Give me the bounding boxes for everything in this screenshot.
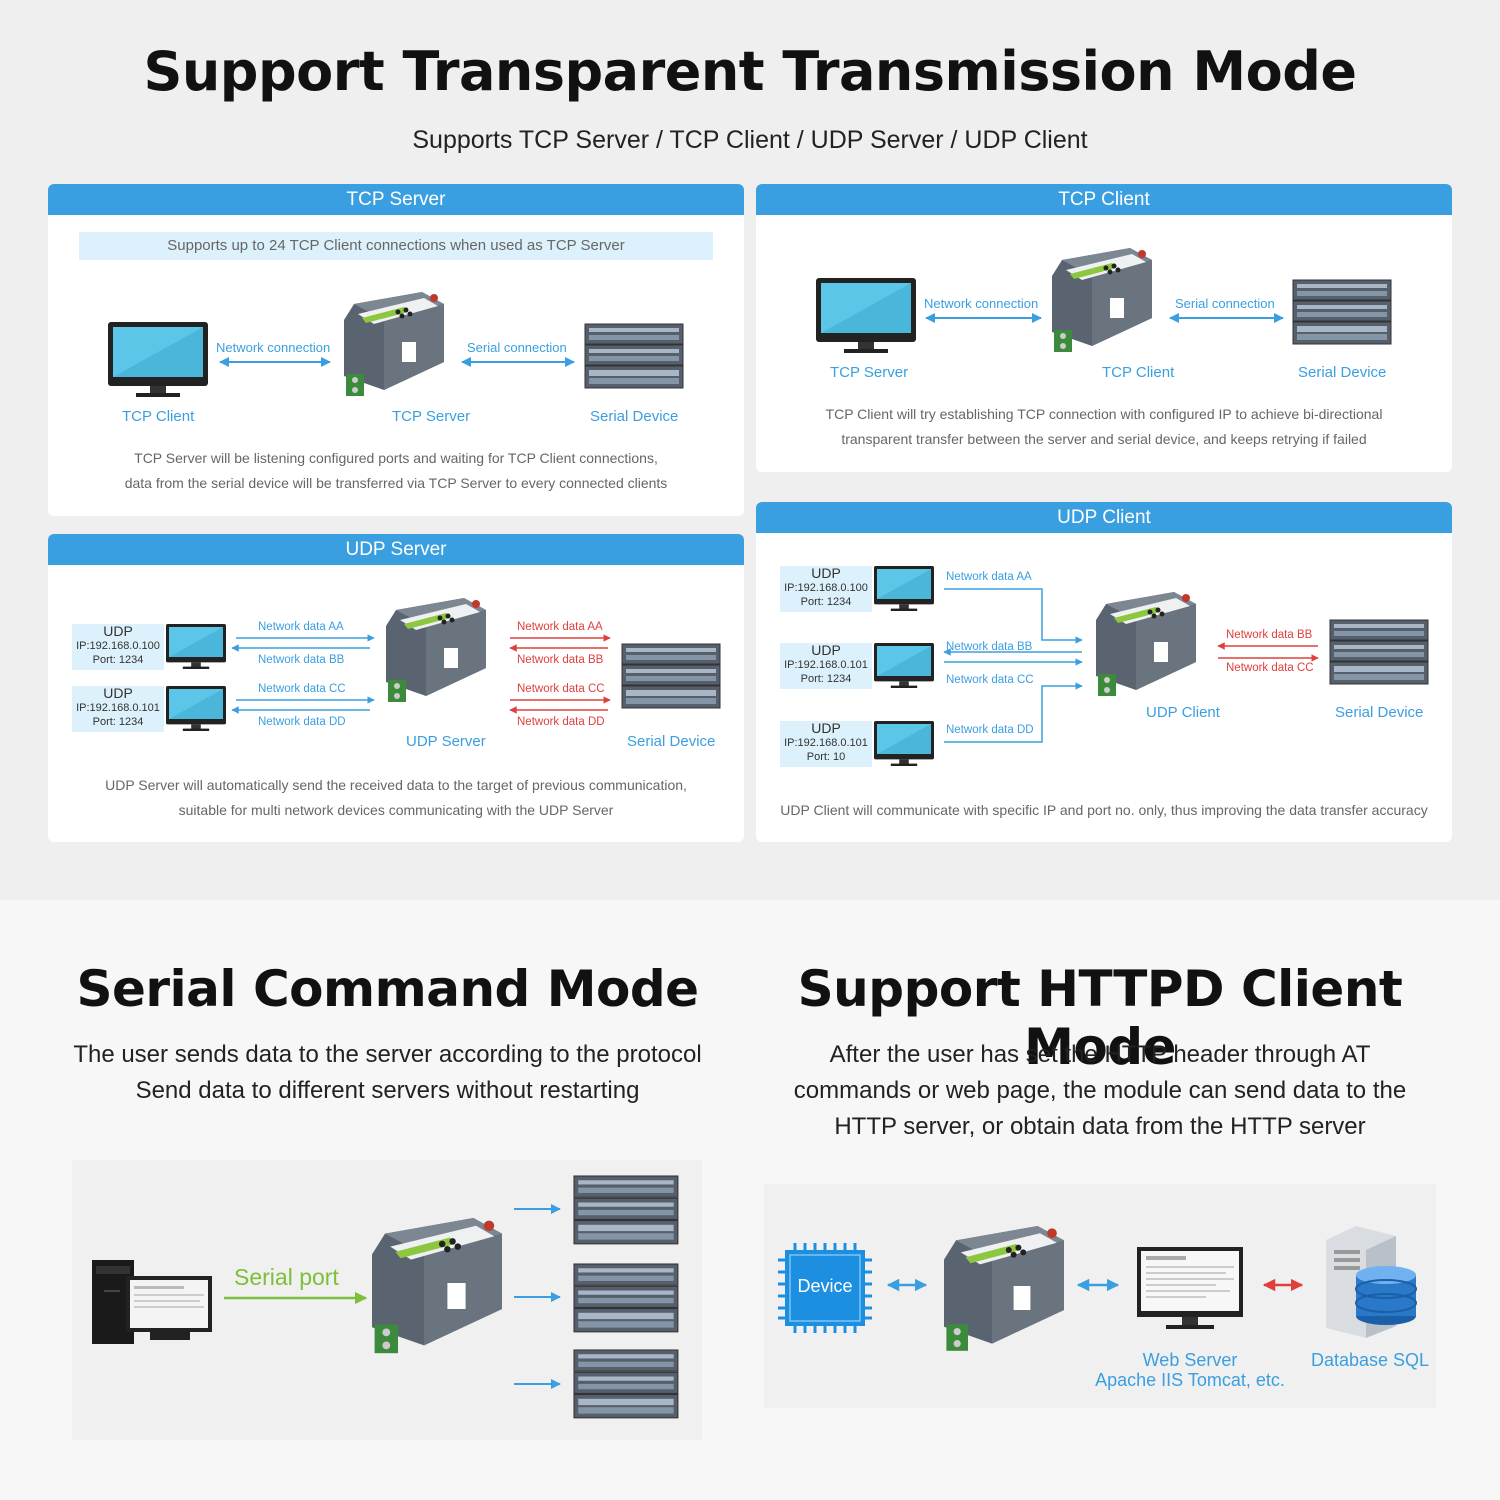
web-server-sublabel: Apache IIS Tomcat, etc. [1095,1370,1285,1390]
udp-port: Port: 1234 [92,654,144,666]
serial-device-label: Serial Device [1298,364,1387,381]
udp-server-diagram [166,598,721,731]
device-label: Device [797,1276,853,1296]
tcp-server-desc-2: data from the serial device will be tran… [124,475,668,491]
serial-data-cc-label: Network data CC [1226,662,1314,674]
tcp-server-panel-title: TCP Server [48,184,744,215]
serial-command-title: Serial Command Mode [76,960,699,1018]
tcp-client-desc-2: transparent transfer between the server … [841,431,1367,447]
udp-ip: IP:192.168.0.101 [76,702,160,714]
tcp-client-label: TCP Client [122,408,195,425]
network-connection-label: Network connection [924,296,1039,311]
udp-host-1: UDP IP:192.168.0.100 Port: 1234 [780,566,872,612]
tcp-server-panel: TCP Server Supports up to 24 TCP Client … [48,184,744,516]
tcp-server-label: TCP Server [830,364,909,381]
udp-proto: UDP [811,642,841,658]
udp-ip: IP:192.168.0.101 [784,737,868,749]
database-label: Database SQL [1310,1350,1430,1370]
tcp-client-panel: TCP Client Network connection Serial con… [756,184,1452,472]
net-data-cc-label: Network data CC [946,674,1034,686]
udp-host-1: UDP IP:192.168.0.100 Port: 1234 [72,624,164,670]
net-data-cc-label: Network data CC [258,683,346,695]
network-connection-label: Network connection [216,340,331,355]
net-data-aa-label: Network data AA [258,621,344,633]
net-data-bb-label: Network data BB [258,654,345,666]
chip-icon [778,1243,872,1333]
udp-port: Port: 1234 [800,673,852,685]
web-server-label: Web Server [1142,1350,1238,1370]
serial-connection-label: Serial connection [1175,296,1275,311]
tcp-server-note: Supports up to 24 TCP Client connections… [79,232,713,260]
data-arrow [944,682,1083,743]
tcp-server-diagram [108,292,684,397]
httpd-text-3: HTTP server, or obtain data from the HTT… [834,1113,1366,1140]
udp-proto: UDP [103,623,133,639]
serial-data-dd-label: Network data DD [517,716,605,728]
udp-ip: IP:192.168.0.100 [784,582,868,594]
serial-device-label: Serial Device [627,733,716,750]
tcp-client-panel-title: TCP Client [756,184,1452,215]
udp-client-desc: UDP Client will communicate with specifi… [780,802,1428,818]
serial-command-text-2: Send data to different servers without r… [135,1077,640,1104]
udp-client-panel: UDP Client UDP IP:192.168.0.100 Port: 12… [756,502,1452,842]
module-icon [944,1226,1064,1351]
udp-port: Port: 1234 [800,596,852,608]
net-data-dd-label: Network data DD [258,716,346,728]
udp-host-2: UDP IP:192.168.0.101 Port: 1234 [72,686,164,732]
udp-host-2: UDP IP:192.168.0.101 Port: 1234 [780,643,872,689]
serial-device-label: Serial Device [590,408,679,425]
udp-server-desc-2: suitable for multi network devices commu… [178,802,614,818]
pc-monitor-icon [126,1276,212,1340]
udp-server-desc-1: UDP Server will automatically send the r… [105,777,687,793]
udp-client-panel-title: UDP Client [756,502,1452,533]
page-subtitle: Supports TCP Server / TCP Client / UDP S… [412,126,1088,154]
udp-port: Port: 10 [806,751,846,763]
serial-device-label: Serial Device [1335,704,1424,721]
serial-data-aa-label: Network data AA [517,621,603,633]
udp-host-3: UDP IP:192.168.0.101 Port: 10 [780,721,872,767]
net-data-dd-label: Network data DD [946,724,1034,736]
tcp-client-label: TCP Client [1102,364,1175,381]
tcp-client-desc-1: TCP Client will try establishing TCP con… [825,406,1383,422]
serial-data-bb-label: Network data BB [517,654,604,666]
udp-port: Port: 1234 [92,716,144,728]
net-data-bb-label: Network data BB [946,641,1033,653]
database-server-icon [1326,1226,1417,1338]
serial-data-cc-label: Network data CC [517,683,605,695]
serial-port-label: Serial port [234,1264,339,1290]
tcp-client-diagram [816,248,1392,353]
udp-server-panel: UDP Server UDP IP:192.168.0.100 Port: 12… [48,534,744,842]
serial-command-text-1: The user sends data to the server accord… [73,1041,702,1068]
data-arrow [944,588,1083,644]
udp-proto: UDP [811,565,841,581]
udp-client-diagram [874,566,1429,766]
serial-connection-label: Serial connection [467,340,567,355]
tcp-server-desc-1: TCP Server will be listening configured … [134,450,658,466]
udp-server-panel-title: UDP Server [48,534,744,565]
httpd-text-1: After the user has set the HTTP header t… [829,1041,1371,1068]
web-server-monitor-icon [1137,1247,1243,1329]
udp-proto: UDP [811,720,841,736]
httpd-title: Support HTTPD Client Mode [797,960,1403,1076]
net-data-aa-label: Network data AA [946,571,1032,583]
httpd-diagram [764,1184,1436,1408]
page-title: Support Transparent Transmission Mode [143,40,1357,103]
udp-ip: IP:192.168.0.101 [784,659,868,671]
serial-data-bb-label: Network data BB [1226,629,1313,641]
udp-server-label: UDP Server [406,733,486,750]
udp-client-label: UDP Client [1146,704,1220,721]
udp-ip: IP:192.168.0.100 [76,640,160,652]
httpd-text-2: commands or web page, the module can sen… [793,1077,1407,1104]
udp-proto: UDP [103,685,133,701]
tcp-server-label: TCP Server [392,408,471,425]
